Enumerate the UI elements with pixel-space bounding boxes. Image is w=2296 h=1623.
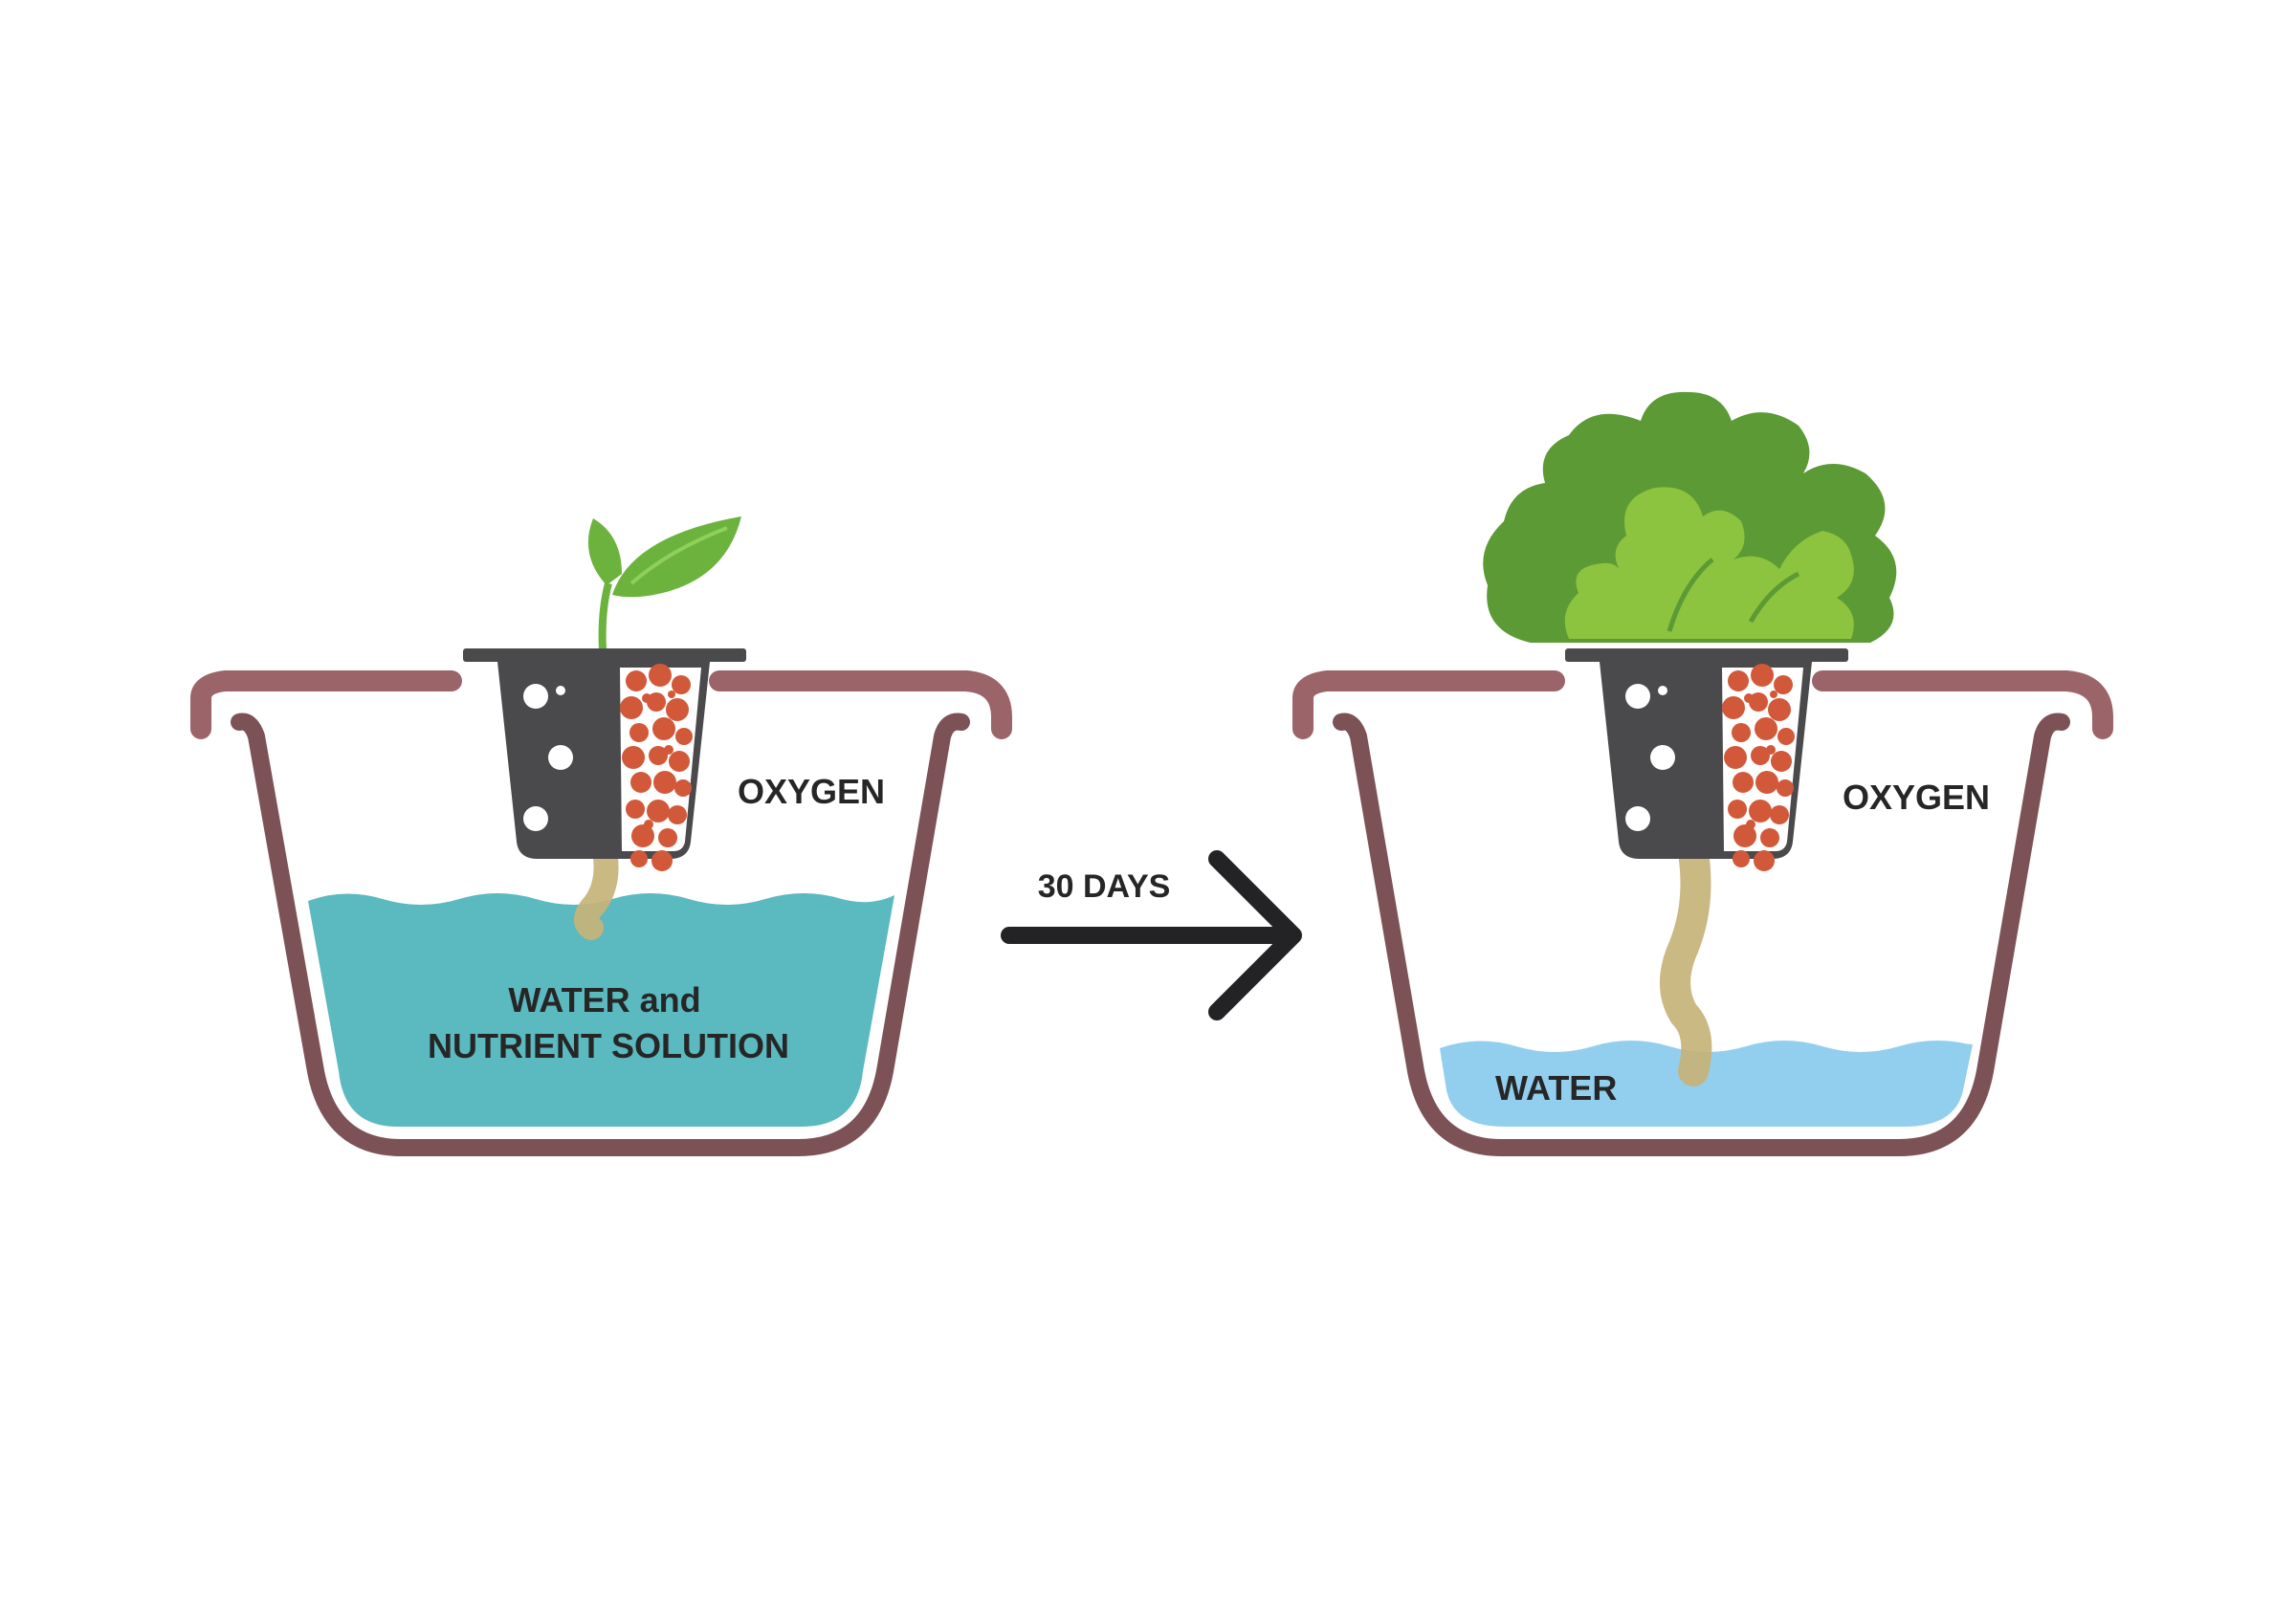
left-tank-body — [231, 713, 970, 1156]
left-water-label-line1: WATER and — [508, 980, 700, 1020]
arrow-right-icon — [1001, 850, 1302, 1020]
right-tank-body — [1333, 713, 2070, 1156]
transition-arrow: 30 DAYS — [1001, 850, 1302, 1020]
right-water-label: WATER — [1495, 1068, 1617, 1108]
right-tank-rim — [1292, 670, 2113, 739]
transition-label: 30 DAYS — [1038, 868, 1171, 905]
left-tank-group: OXYGEN WATER and NUTRIENT SOLUTION — [190, 516, 1012, 1156]
nutrient-solution-fill — [308, 893, 894, 1127]
lettuce-icon — [1483, 391, 1897, 643]
right-root — [1660, 826, 1712, 1086]
right-tank-group: OXYGEN WATER — [1292, 391, 2113, 1156]
net-pot-icon — [463, 648, 746, 871]
seedling-icon — [587, 516, 741, 651]
left-root — [573, 829, 619, 940]
right-oxygen-label: OXYGEN — [1843, 778, 1990, 817]
net-pot-icon — [1565, 648, 1848, 871]
water-fill — [1440, 1041, 1976, 1127]
left-water-label-line2: NUTRIENT SOLUTION — [428, 1026, 789, 1065]
left-oxygen-label: OXYGEN — [738, 772, 885, 811]
left-tank-rim — [190, 670, 1012, 739]
